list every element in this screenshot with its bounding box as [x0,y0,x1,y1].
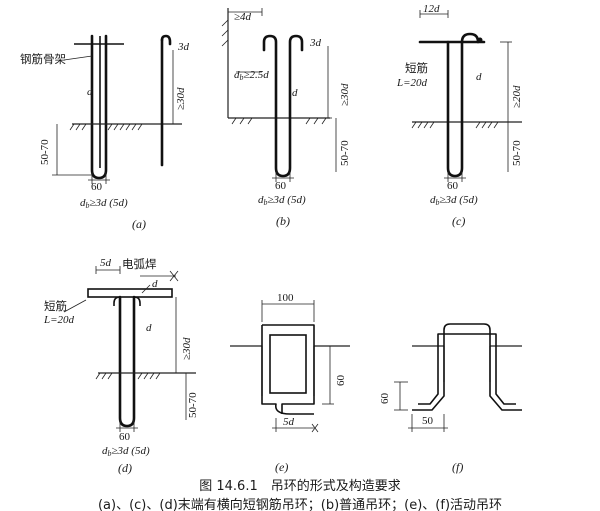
ground-hatch-b [221,19,327,125]
bar-diameter-d: d [146,322,152,334]
ground-hatch-c [411,121,499,129]
anchor-length-a: ≥30d [175,87,187,110]
inner-width-a: 60 [91,181,103,193]
panel-label-f: (f) [452,460,463,474]
lifting-ring-a-outer [90,34,108,180]
ground-hatch-d [95,372,161,380]
inner-width-b: 60 [275,180,287,192]
panel-e: 100 60 5d (e) [230,292,350,474]
figure-caption: 图 14.6.1 吊环的形式及构造要求 [199,478,400,494]
top-offset-b: ≥4d [234,11,252,23]
hook-bend-dia-b: db≥2.5d [234,69,269,82]
weld-length-e: 5d [283,416,295,428]
panel-label-c: (c) [452,214,465,228]
embed-depth-d: 50-70 [187,392,199,418]
panel-a: 钢筋骨架 d 3d ≥30d 50-70 60 db≥3d (5d) (a) [20,34,190,231]
bend-dia-c: db≥3d (5d) [430,194,478,207]
panel-b: ≥4d 3d db≥2.5d d ≥30d 50-70 60 db≥3d (5d… [221,8,351,228]
panel-d: 5d 电弧焊 d 短筋 L=20d d ≥30d 50-70 60 db≥3d … [43,257,199,475]
lifting-ring-c [446,32,480,178]
skeleton-label: 钢筋骨架 [20,52,66,66]
ground-hatch-a [69,123,143,131]
inner-width-c: 60 [447,180,459,192]
movable-ring-inner-f [418,333,516,405]
movable-ring-outer-e [262,324,315,414]
short-bar-length-d: L=20d [43,314,75,326]
fillet-left-d [113,296,121,306]
panel-c: 12d 短筋 L=20d d ≥20d 50-70 60 db≥3d (5d) … [396,3,523,228]
panel-label-d: (d) [118,461,132,475]
arc-weld-label: 电弧焊 [122,257,157,271]
fillet-right-d [133,296,141,306]
inner-width-d: 60 [119,431,131,443]
anchor-length-d: ≥30d [181,337,193,360]
ring-height-f: 60 [379,393,391,405]
hook-side-view-a [160,34,172,46]
panel-label-b: (b) [276,214,290,228]
top-offset-d: 5d [100,257,112,269]
hook-dim-b: 3d [309,37,322,49]
embed-depth-b: 50-70 [339,140,351,166]
bar-diameter-c: d [476,71,482,83]
panel-f: 60 50 (f) [379,323,522,474]
lifting-ring-d [118,295,136,428]
bar-diameter-b: d [292,87,298,99]
ring-width-f: 50 [422,415,434,427]
ring-height-e: 60 [335,375,347,387]
bend-dia-a: db≥3d (5d) [80,197,128,210]
ring-width-e: 100 [277,292,294,304]
anchor-length-c: ≥20d [511,85,523,108]
top-length-c: 12d [423,3,440,15]
bar-diameter-a: d [87,86,93,98]
figure-subcaption: (a)、(c)、(d)末端有横向短钢筋吊环；(b)普通吊环；(e)、(f)活动吊… [98,497,502,511]
short-bar-label-c: 短筋 [405,61,428,75]
movable-ring-inner-e [269,334,307,394]
weld-dot-c [477,37,483,43]
bend-dia-d: db≥3d (5d) [102,445,150,458]
lifting-ring-b [262,34,304,178]
embed-depth-c: 50-70 [511,140,523,166]
movable-ring-outer-f [412,323,522,411]
embed-depth-a: 50-70 [39,139,51,165]
anchor-length-b: ≥30d [339,83,351,106]
bar-diameter-d-top: d [152,278,158,290]
short-bar-plate-d [87,288,173,298]
panel-label-a: (a) [132,217,146,231]
short-bar-length-c: L=20d [396,77,428,89]
movable-ring-left-e [261,325,314,415]
bend-dia-b: db≥3d (5d) [258,194,306,207]
hook-dim-a: 3d [177,41,190,53]
short-bar-label-d: 短筋 [44,299,67,313]
panel-label-e: (e) [275,460,288,474]
